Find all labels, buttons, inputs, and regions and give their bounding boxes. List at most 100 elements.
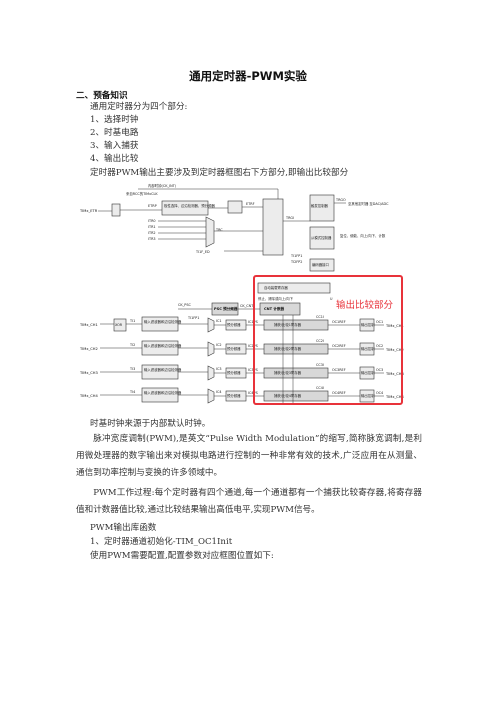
list-item: 4、输出比较 xyxy=(90,154,139,164)
output-control-label: 输出控制 xyxy=(361,393,375,398)
filter-label: 输入滤波器和边沿检测器 xyxy=(144,343,182,348)
prescaler-label: 预分频器 xyxy=(227,393,241,398)
encoder-label: 编码器接口 xyxy=(312,262,329,267)
ch4-out-pin: TIMx_CH4 xyxy=(385,395,404,399)
ti-label: TI1 xyxy=(129,319,135,323)
ch4-mux xyxy=(207,388,215,404)
psc-label: PSC 预分频器 xyxy=(214,306,238,311)
ch4-in-pin: TIMx_CH4 xyxy=(79,394,98,398)
icps-label: IC2PS xyxy=(248,344,258,348)
cc-flag-label: CC4I xyxy=(316,386,324,390)
ch3-out-pin: TIMx_CH3 xyxy=(385,372,404,376)
prescaler-label: 预分频器 xyxy=(227,322,241,327)
oc-label: OC1 xyxy=(376,320,383,324)
itr-label: ITR0 xyxy=(148,219,156,223)
oc-label: OC2 xyxy=(376,344,383,348)
section-heading: 二、预备知识 xyxy=(76,91,128,101)
ti1fp1-ch-label: TI1FP1 xyxy=(187,316,199,320)
ic-label: IC4 xyxy=(216,390,222,394)
ch1-mux xyxy=(207,317,215,333)
ck-cnt-label: CK_CNT xyxy=(240,304,254,308)
clock-note: 时基时钟来源于内部默认时钟。 xyxy=(90,419,211,429)
ic-label: IC1 xyxy=(216,319,222,323)
library-item: 1、定时器通道初始化-TIM_OC1Init xyxy=(90,537,233,547)
itr-label: ITR1 xyxy=(148,225,156,229)
pwm-definition-paragraph: 脉冲宽度调制(PWM),是英文“Pulse Width Modulation”的… xyxy=(76,434,422,478)
ti-label: TI4 xyxy=(129,390,135,394)
timer-block-diagram: 内部时钟(CK_INT) 来自RCC的TIMxCLK TIMx_ETR 极性选择… xyxy=(78,181,416,406)
ch1-in-pin: TIMx_CH1 xyxy=(79,323,98,327)
itr-label: ITR3 xyxy=(148,237,156,241)
auto-reload-label: 自动装载寄存器 xyxy=(264,285,288,290)
ti2fp2-label: TI2FP2 xyxy=(290,260,302,264)
ic-label: IC2 xyxy=(216,343,222,347)
icps-label: IC1PS xyxy=(248,320,258,324)
cc-flag-label: CC2I xyxy=(316,339,324,343)
output-control-label: 输出控制 xyxy=(361,322,375,327)
oc-label: OC4 xyxy=(376,391,383,395)
output-compare-highlight-label: 输出比较部分 xyxy=(336,299,394,311)
stop-note: 停止、清除或向上/向下 xyxy=(258,296,294,301)
ch2-mux xyxy=(207,341,215,357)
oc-label: OC3 xyxy=(376,368,383,372)
xor-gate xyxy=(113,318,127,332)
icps-label: IC3PS xyxy=(248,368,258,372)
output-control-label: 输出控制 xyxy=(361,370,375,375)
output-compare-highlight xyxy=(253,275,403,405)
ch3-in-pin: TIMx_CH3 xyxy=(79,371,98,375)
trigger-mux-2 xyxy=(262,198,284,256)
list-item: 3、输入捕获 xyxy=(90,141,139,151)
trc-label: TRC xyxy=(215,228,223,232)
ti-label: TI2 xyxy=(129,343,135,347)
trgo-note: 至其他定时器 至DAC/ADC xyxy=(348,201,389,206)
trigger-mux xyxy=(205,216,215,248)
ti-label: TI3 xyxy=(129,367,135,371)
ti1fp1-label: TI1FP1 xyxy=(290,254,302,258)
ccr-label: 捕获/比较2寄存器 xyxy=(274,346,302,351)
filter-label: 输入滤波器和边沿检测器 xyxy=(144,319,182,324)
prescaler-label: 预分频器 xyxy=(227,346,241,351)
ch1-out-pin: TIMx_CH1 xyxy=(385,324,404,328)
pwm-process-paragraph: PWM工作过程:每个定时器有四个通道,每一个通道都有一个捕获比较寄存器,将寄存器… xyxy=(76,488,422,515)
etr-pin-block xyxy=(111,203,121,217)
oc-ref-label: OC1REF xyxy=(332,320,346,324)
ch2-out-pin: TIMx_CH2 xyxy=(385,348,404,352)
itr-label: ITR2 xyxy=(148,231,156,235)
filter-label: 输入滤波器和边沿检测器 xyxy=(144,390,182,395)
cnt-label: CNT 计数器 xyxy=(264,306,285,311)
library-note: 使用PWM需要配置,配置参数对应框图位置如下: xyxy=(90,551,274,561)
list-item: 1、选择时钟 xyxy=(90,115,139,125)
ti1f-ed-label: TI1F_ED xyxy=(195,250,210,254)
reset-note: 复位、使能、向上/向下、计数 xyxy=(340,233,386,238)
oc-ref-label: OC2REF xyxy=(332,344,346,348)
ccr-label: 捕获/比较4寄存器 xyxy=(274,393,302,398)
rcc-clock-label: 来自RCC的TIMxCLK xyxy=(126,191,158,196)
trigger-controller-label: 触发控制器 xyxy=(311,203,329,208)
oc-ref-label: OC3REF xyxy=(332,368,346,372)
etrp-label: ETRP xyxy=(148,204,157,208)
filter-label: 输入滤波器和边沿检测器 xyxy=(144,367,182,372)
etr-input-filter xyxy=(227,200,243,214)
trgi-label: TRGI xyxy=(285,216,294,220)
slave-mode-controller xyxy=(309,226,335,250)
u-label: U xyxy=(330,297,333,301)
etr-filter-label: 极性选择、边沿检测器、预分频器 xyxy=(164,203,215,208)
auto-reload-register xyxy=(257,282,331,294)
trigger-controller xyxy=(309,194,335,222)
cc-flag-label: CC1I xyxy=(316,315,324,319)
etr-pin-label: TIMx_ETR xyxy=(79,209,98,213)
intro-text: 通用定时器分为四个部分: xyxy=(90,102,188,112)
ic-label: IC3 xyxy=(216,367,222,371)
prescaler-label: 预分频器 xyxy=(227,370,241,375)
counter-cnt xyxy=(259,302,301,316)
xor-label: XOR xyxy=(115,323,123,327)
ch3-mux xyxy=(207,365,215,381)
icps-label: IC4PS xyxy=(248,391,258,395)
trgo-label: TRGO xyxy=(335,198,346,202)
int-clock-label: 内部时钟(CK_INT) xyxy=(148,183,177,188)
ch2-in-pin: TIMx_CH2 xyxy=(79,347,98,351)
page-title: 通用定时器-PWM实验 xyxy=(189,69,307,83)
output-control-label: 输出控制 xyxy=(361,346,375,351)
ccr-label: 捕获/比较3寄存器 xyxy=(274,370,302,375)
list-item: 2、时基电路 xyxy=(90,128,139,138)
